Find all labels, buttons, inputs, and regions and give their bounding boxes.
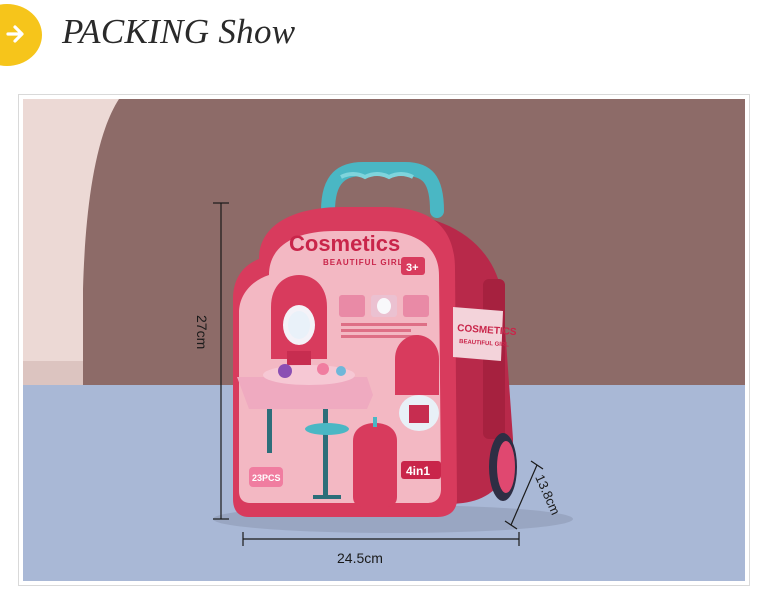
trolley-illustration: [353, 423, 397, 507]
height-label: 27cm: [194, 315, 210, 349]
section-title: PACKING Show: [62, 12, 296, 51]
features-badge: 4in1: [406, 464, 430, 478]
dimension-lines: [213, 202, 544, 546]
box-subtitle: BEAUTIFUL GIRL: [323, 258, 404, 267]
backdrop-curtain: [23, 99, 119, 385]
handle: [321, 162, 444, 218]
backpack-illustration: [395, 335, 439, 395]
section-header: PACKING Show: [0, 0, 770, 70]
side-brand: COSMETICS: [457, 323, 517, 338]
pieces-badge: 23PCS: [252, 473, 281, 483]
packaging-image: Cosmetics BEAUTIFUL GIRL 3+: [23, 99, 745, 581]
product-photo: Cosmetics BEAUTIFUL GIRL 3+: [18, 94, 750, 586]
side-label: [453, 307, 503, 361]
age-badge: 3+: [406, 262, 419, 274]
side-subtitle: BEAUTIFUL GIRL: [459, 339, 510, 348]
arrow-right-icon: [0, 4, 42, 66]
box-brand: Cosmetics: [289, 231, 400, 256]
width-label: 24.5cm: [337, 550, 383, 566]
